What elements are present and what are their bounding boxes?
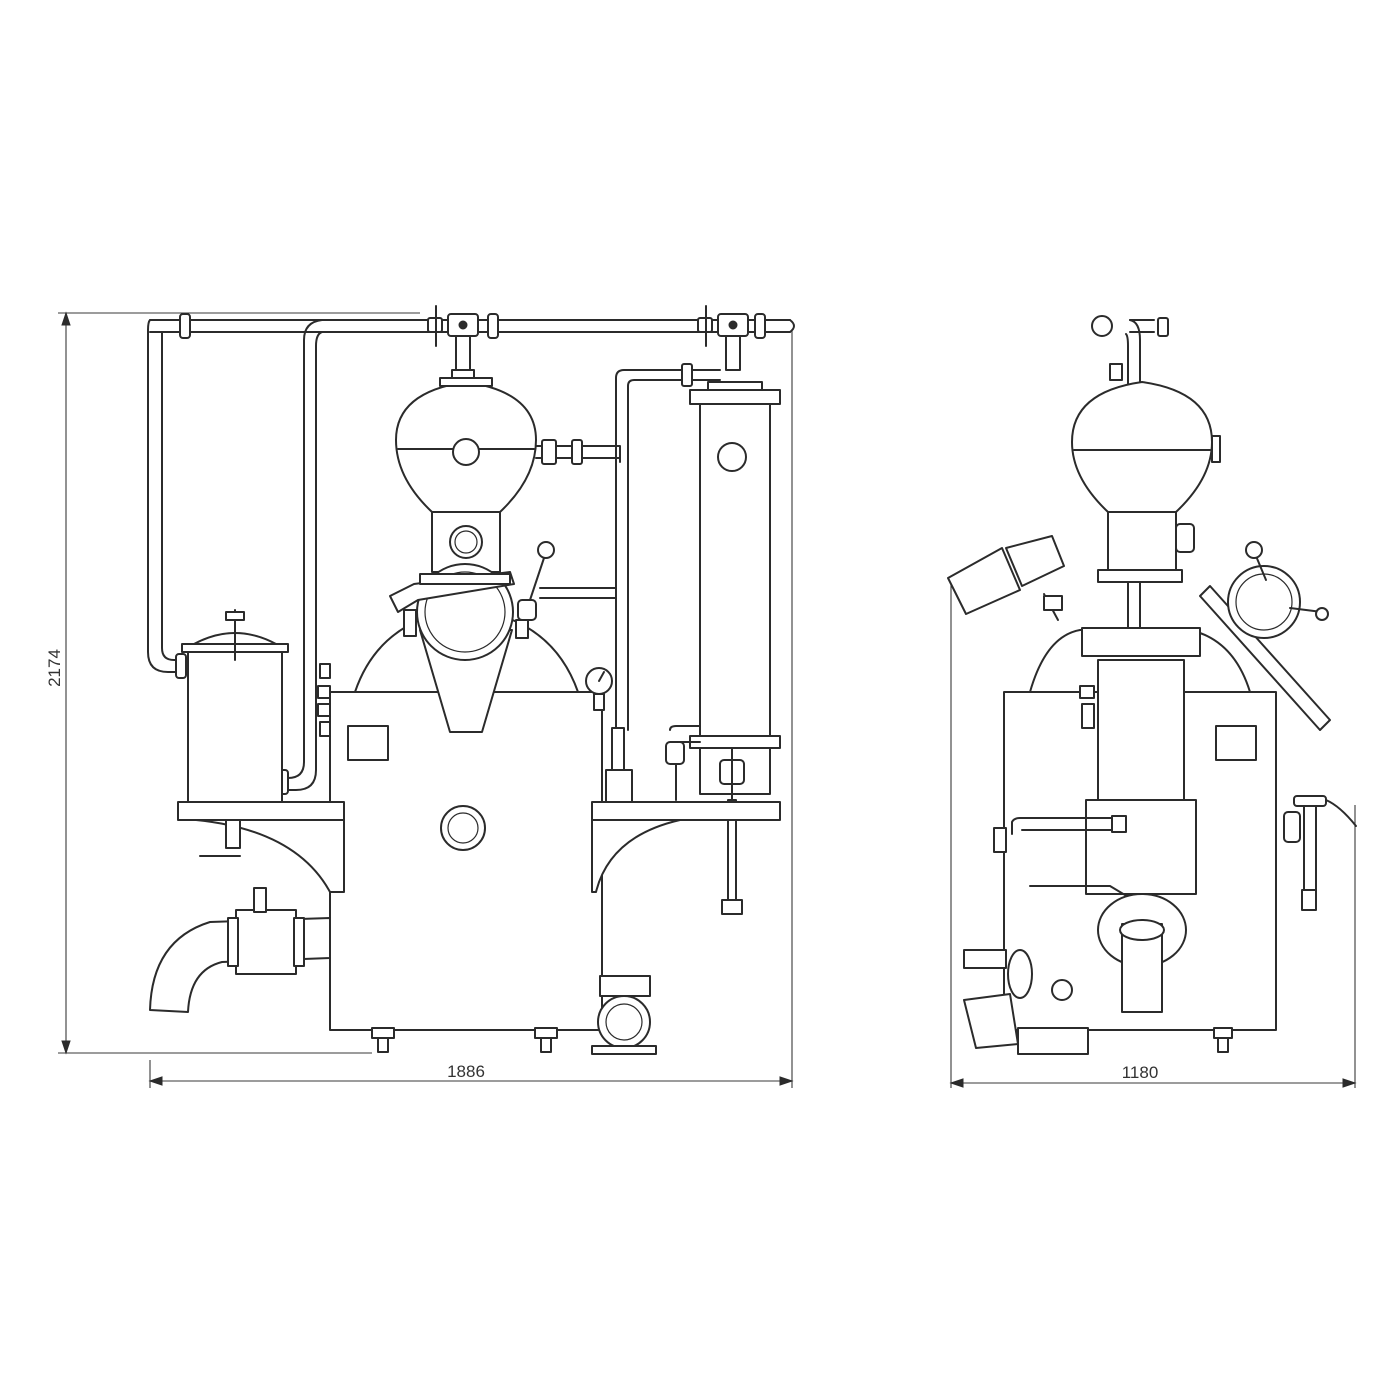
side-pump <box>963 949 1089 1055</box>
side-feet <box>1213 1027 1233 1053</box>
side-motor <box>947 535 1065 621</box>
top-valve-cluster-right <box>697 305 749 371</box>
side-right-pipe <box>1283 795 1357 911</box>
front-width-dimension-label: 1886 <box>447 1062 485 1081</box>
vessel-neck <box>431 511 501 573</box>
circulation-pump <box>591 975 657 1055</box>
side-valve-stack <box>317 663 331 737</box>
dome-side-pipe <box>535 439 621 465</box>
side-main-body <box>1003 627 1277 1031</box>
side-dome-vessel <box>1071 363 1221 513</box>
front-view <box>147 305 795 1055</box>
dimension-side-width: 1180 <box>949 580 1357 1088</box>
top-valve-cluster-left <box>427 305 479 379</box>
height-dimension-label: 2174 <box>45 649 64 687</box>
distillation-column <box>689 381 781 915</box>
mid-valve-assembly <box>605 725 701 803</box>
side-outlet-pipe <box>1097 893 1187 1013</box>
pressure-gauge <box>585 667 613 711</box>
side-neck <box>1097 511 1195 583</box>
main-outlet-pipe <box>149 887 331 1013</box>
right-support-shelf <box>591 801 781 893</box>
filter-housing <box>181 609 289 857</box>
side-view <box>947 315 1357 1055</box>
dimension-front-width: 1886 <box>148 330 794 1088</box>
left-support-shelf <box>177 801 345 893</box>
lid-and-cone <box>389 541 555 733</box>
spherical-dome-vessel <box>395 377 537 513</box>
side-width-dimension-label: 1180 <box>1122 1063 1159 1082</box>
dimension-height: 2174 <box>45 311 420 1055</box>
reflux-pipe <box>539 363 721 731</box>
side-lid-arm <box>1199 541 1331 731</box>
side-valves <box>993 685 1141 905</box>
front-feet <box>371 1027 558 1053</box>
